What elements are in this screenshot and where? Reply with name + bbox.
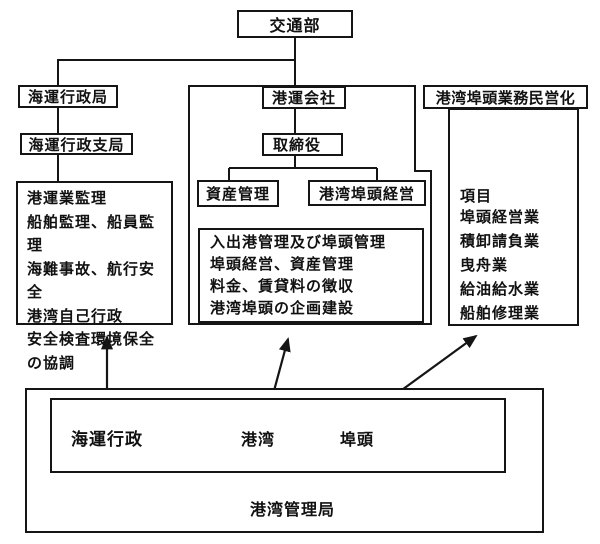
function-item: 入出港管理及び埠頭管理 — [210, 234, 387, 251]
harbor-label: 港湾 — [241, 432, 276, 449]
duty-item: 海難事故、航行安全 — [27, 260, 156, 302]
port-company-label: 港運会社 — [271, 90, 336, 107]
maritime-admin-bureau-label: 海運行政局 — [27, 89, 108, 106]
port-company-group-outline — [188, 85, 432, 325]
privatized-items-table — [448, 108, 579, 326]
duty-item: 安全検査環境保全の協調 — [27, 331, 156, 372]
wharf-management-label: 港湾埠頭経営 — [318, 185, 415, 203]
privatization-label: 港湾埠頭業務民営化 — [435, 89, 576, 107]
port-authority-inner-box — [50, 398, 506, 473]
maritime-duties-box: 港運業監理 船舶監理、船員監理 海難事故、航行安全 港湾自己行政 安全検査環境保… — [16, 181, 173, 372]
maritime-admin-label: 海運行政 — [71, 430, 143, 449]
directors-box: 取締役 — [262, 133, 343, 156]
port-company-box: 港運会社 — [262, 86, 346, 109]
transport-department-label: 交通部 — [269, 18, 321, 35]
maritime-admin-bureau-box: 海運行政局 — [18, 85, 118, 108]
directors-label: 取締役 — [273, 137, 322, 154]
privatized-items-list: 埠頭経営業 積卸請負業 曳舟業 給油給水業 船舶修理業 — [460, 206, 540, 326]
duty-item: 港運業監理 — [27, 190, 108, 207]
privatization-box: 港湾埠頭業務民営化 — [423, 85, 588, 109]
asset-management-box: 資産管理 — [197, 180, 279, 207]
wharf-management-box: 港湾埠頭経営 — [308, 180, 426, 206]
wharf-label: 埠頭 — [340, 432, 375, 449]
port-company-functions-box: 入出港管理及び埠頭管理 埠頭経営、資産管理 料金、賃貸料の徴収 港湾埠頭の企画建… — [198, 228, 424, 323]
function-item: 埠頭経営、資産管理 — [210, 256, 355, 273]
port-authority-label: 港湾管理局 — [250, 502, 336, 519]
privatized-item: 給油給水業 — [460, 281, 541, 298]
duty-item: 船舶監理、船員監理 — [27, 213, 156, 255]
function-item: 港湾埠頭の企画建設 — [210, 300, 355, 317]
asset-management-label: 資産管理 — [205, 186, 270, 203]
items-header-label: 項目 — [460, 188, 493, 205]
function-item: 料金、賃貸料の徴収 — [210, 278, 355, 295]
privatized-item: 船舶修理業 — [460, 305, 541, 322]
privatized-item: 積卸請負業 — [460, 233, 541, 250]
transport-department-box: 交通部 — [237, 10, 353, 38]
privatized-item: 曳舟業 — [460, 257, 509, 274]
maritime-admin-branch-box: 海運行政支局 — [20, 133, 133, 155]
privatized-item: 埠頭経営業 — [460, 209, 541, 226]
maritime-admin-branch-label: 海運行政支局 — [28, 136, 125, 154]
duty-item: 港湾自己行政 — [27, 307, 124, 325]
